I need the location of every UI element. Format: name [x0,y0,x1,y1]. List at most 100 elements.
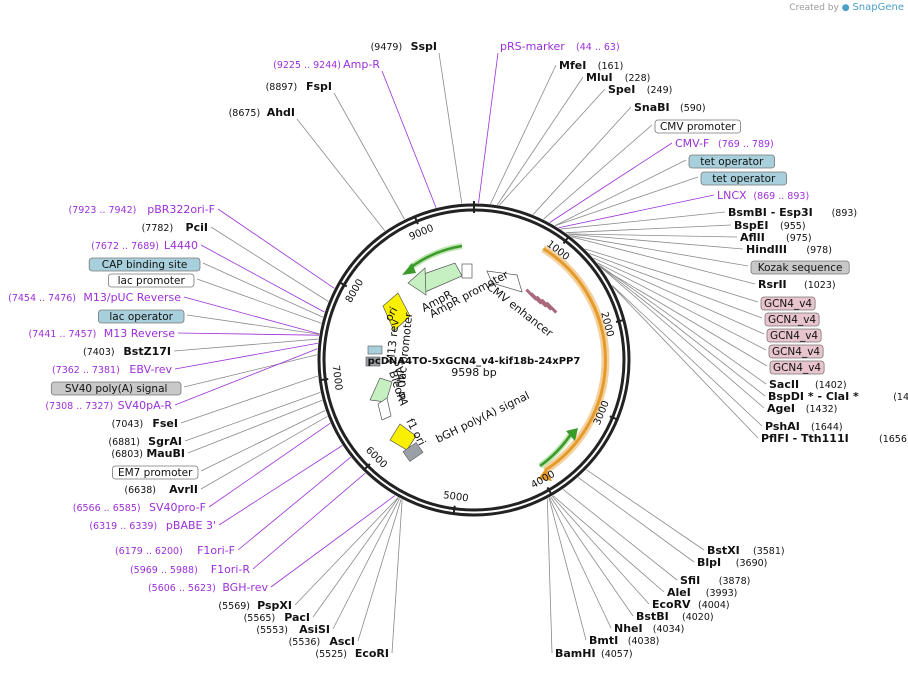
label-cmv-promoter-right-4[interactable]: CMV promoter [654,119,741,134]
ampr-arrowhead-shape [407,267,427,296]
label-lncx-right-8[interactable]: LNCX(869 .. 893) [717,189,809,202]
label-m13-reverse-left-7[interactable]: M13 Reverse(7441 .. 7457) [29,327,176,340]
label-paci-left-23[interactable]: PacI(5565) [244,611,310,624]
label-fsei-left-12[interactable]: FseI(7043) [112,417,178,430]
label-m13-puc-reverse-left-5[interactable]: M13/pUC Reverse(7454 .. 7476) [8,291,181,304]
label-sspi-top-0[interactable]: SspI(9479) [371,40,437,53]
label-prs-marker-top-1[interactable]: pRS-marker(44 .. 63) [500,40,620,53]
label-ebv-rev-left-9[interactable]: EBV-rev(7362 .. 7381) [52,363,173,376]
label-pbr322ori-f-left-0[interactable]: pBR322ori-F(7923 .. 7942) [69,203,215,216]
label-hindiii-right-12[interactable]: HindIII(978) [746,243,832,256]
label-mlui-right-1[interactable]: MluI(228) [586,71,650,84]
leader-line [270,495,396,588]
label-text-em7-promoter: EM7 promoter [118,467,193,479]
label-gcn4-v4-right-19[interactable]: GCN4_v4 [769,360,825,375]
label-box-tet-operator [700,171,787,186]
label-bgh-rev-left-21[interactable]: BGH-rev(5606 .. 5623) [148,581,269,594]
label-pos-bspdi-clai: (1417) [893,392,908,403]
label-sv40pro-f-left-17[interactable]: SV40pro-F(6566 .. 6585) [73,501,206,514]
label-bmti-right-32[interactable]: BmtI(4038) [589,634,659,647]
label-bstz17i-left-8[interactable]: BstZ17I(7403) [83,345,171,358]
label-pos-sv40pro-f: (6566 .. 6585) [73,503,141,514]
label-gcn4-v4-right-16[interactable]: GCN4_v4 [764,312,820,327]
label-kozak-sequence-right-13[interactable]: Kozak sequence [750,260,850,275]
label-agei-right-22[interactable]: AgeI(1432) [767,402,837,415]
label-f1ori-r-left-20[interactable]: F1ori-R(5969 .. 5988) [130,563,250,576]
label-bstbi-right-30[interactable]: BstBI(4020) [636,610,714,623]
leader-line [174,348,318,406]
label-sgrai-left-13[interactable]: SgrAI(6881) [108,435,182,448]
label-name-mlui: MluI [586,71,613,84]
label-name-bstbi: BstBI [636,610,669,623]
label-pos-f1ori-r: (5969 .. 5988) [130,565,198,576]
label-bspei-right-10[interactable]: BspEI(955) [734,219,806,232]
label-lac-operator-left-6[interactable]: lac operator [98,309,185,324]
label-sv40-poly-a-signal-left-10[interactable]: SV40 poly(A) signal [50,381,182,396]
label-ahdi-top-4[interactable]: AhdI(8675) [229,106,295,119]
leader-line [532,106,632,215]
label-sv40pa-r-left-11[interactable]: SV40pA-R(7308 .. 7327) [45,399,172,412]
leader-line [543,124,653,220]
label-amp-r-top-2[interactable]: Amp-R(9225 .. 9244) [273,58,380,71]
label-ecorv-right-29[interactable]: EcoRV(4004) [652,598,730,611]
label-name-amp-r: Amp-R [343,58,380,71]
label-snabi-right-3[interactable]: SnaBI(590) [634,101,706,114]
label-nhei-right-31[interactable]: NheI(4034) [614,622,684,635]
label-blpi-right-26[interactable]: BlpI(3690) [697,556,767,569]
green-arrowhead-left [402,263,416,275]
label-pspxi-left-22[interactable]: PspXI(5569) [218,599,292,612]
label-name-sspi: SspI [411,40,437,53]
label-bamhi-right-33[interactable]: BamHI(4057) [555,647,633,660]
leader-line [187,399,323,454]
label-pos-pcii: (7782) [142,223,174,234]
label-asci-left-25[interactable]: AscI(5536) [289,635,355,648]
label-maubi-left-14[interactable]: MauBI(6803) [111,447,185,460]
label-pflfi-tth111i-right-24[interactable]: PflFI - Tth111I(1656) [761,432,908,445]
label-cmv-f-right-5[interactable]: CMV-F(769 .. 789) [675,137,774,150]
label-pcii-left-1[interactable]: PciI(7782) [142,221,208,234]
label-lac-promoter-left-4[interactable]: lac promoter [108,273,195,288]
label-asisi-left-24[interactable]: AsiSI(5553) [256,623,330,636]
label-gcn4-v4-right-15[interactable]: GCN4_v4 [760,296,816,311]
label-pos-sv40pa-r: (7308 .. 7327) [45,401,113,412]
tick-mark-4000 [546,486,553,496]
label-fspi-top-3[interactable]: FspI(8897) [266,80,332,93]
label-mfei-right-0[interactable]: MfeI(161) [559,59,623,72]
label-rsrii-right-14[interactable]: RsrII(1023) [758,278,836,291]
label-bspdi-clai-right-21[interactable]: BspDI * - ClaI *(1417) [768,390,908,403]
ampr-promoter-shape [461,263,473,279]
label-ecori-left-26[interactable]: EcoRI(5525) [315,647,389,660]
leader-line [186,314,320,335]
label-bstxi-right-25[interactable]: BstXI(3581) [707,544,785,557]
cmv-enhancer-shape [486,270,523,293]
leader-line [357,498,402,642]
label-bsmbi-esp3i-right-9[interactable]: BsmBI - Esp3I(893) [728,206,857,219]
label-f1ori-f-left-19[interactable]: F1ori-F(6179 .. 6200) [115,544,235,557]
label-em7-promoter-left-15[interactable]: EM7 promoter [112,465,199,480]
label-l4440-left-2[interactable]: L4440(7672 .. 7689) [91,239,198,252]
label-pos-f1ori-f: (6179 .. 6200) [115,546,183,557]
label-alei-right-28[interactable]: AleI(3993) [667,586,737,599]
label-pos-amp-r: (9225 .. 9244) [273,60,341,71]
label-tet-operator-right-7[interactable]: tet operator [700,171,787,186]
label-tet-operator-right-6[interactable]: tet operator [688,154,775,169]
label-text-kozak-sequence: Kozak sequence [758,262,843,274]
label-gcn4-v4-right-18[interactable]: GCN4_v4 [768,344,824,359]
label-pos-fsei: (7043) [112,419,144,430]
label-avrii-left-16[interactable]: AvrII(6638) [124,483,198,496]
label-pshai-right-23[interactable]: PshAI(1644) [765,420,843,433]
label-cap-binding-site-left-3[interactable]: CAP binding site [88,257,201,272]
label-aflii-right-11[interactable]: AflII(975) [740,231,812,244]
label-gcn4-v4-right-17[interactable]: GCN4_v4 [766,328,822,343]
leader-line [552,495,665,593]
label-pos-l4440: (7672 .. 7689) [91,241,159,252]
label-sfii-right-27[interactable]: SfiI(3878) [680,574,750,587]
label-spei-right-2[interactable]: SpeI(249) [608,83,672,96]
leader-line [499,88,606,206]
label-pos-pspxi: (5569) [218,601,250,612]
label-name-rsrii: RsrII [758,278,787,291]
label-pbabe-3-left-18[interactable]: pBABE 3'(6319 .. 6339) [89,519,216,532]
leader-line [571,236,756,285]
label-name-asisi: AsiSI [299,623,330,636]
label-sacii-right-20[interactable]: SacII(1402) [769,378,847,391]
